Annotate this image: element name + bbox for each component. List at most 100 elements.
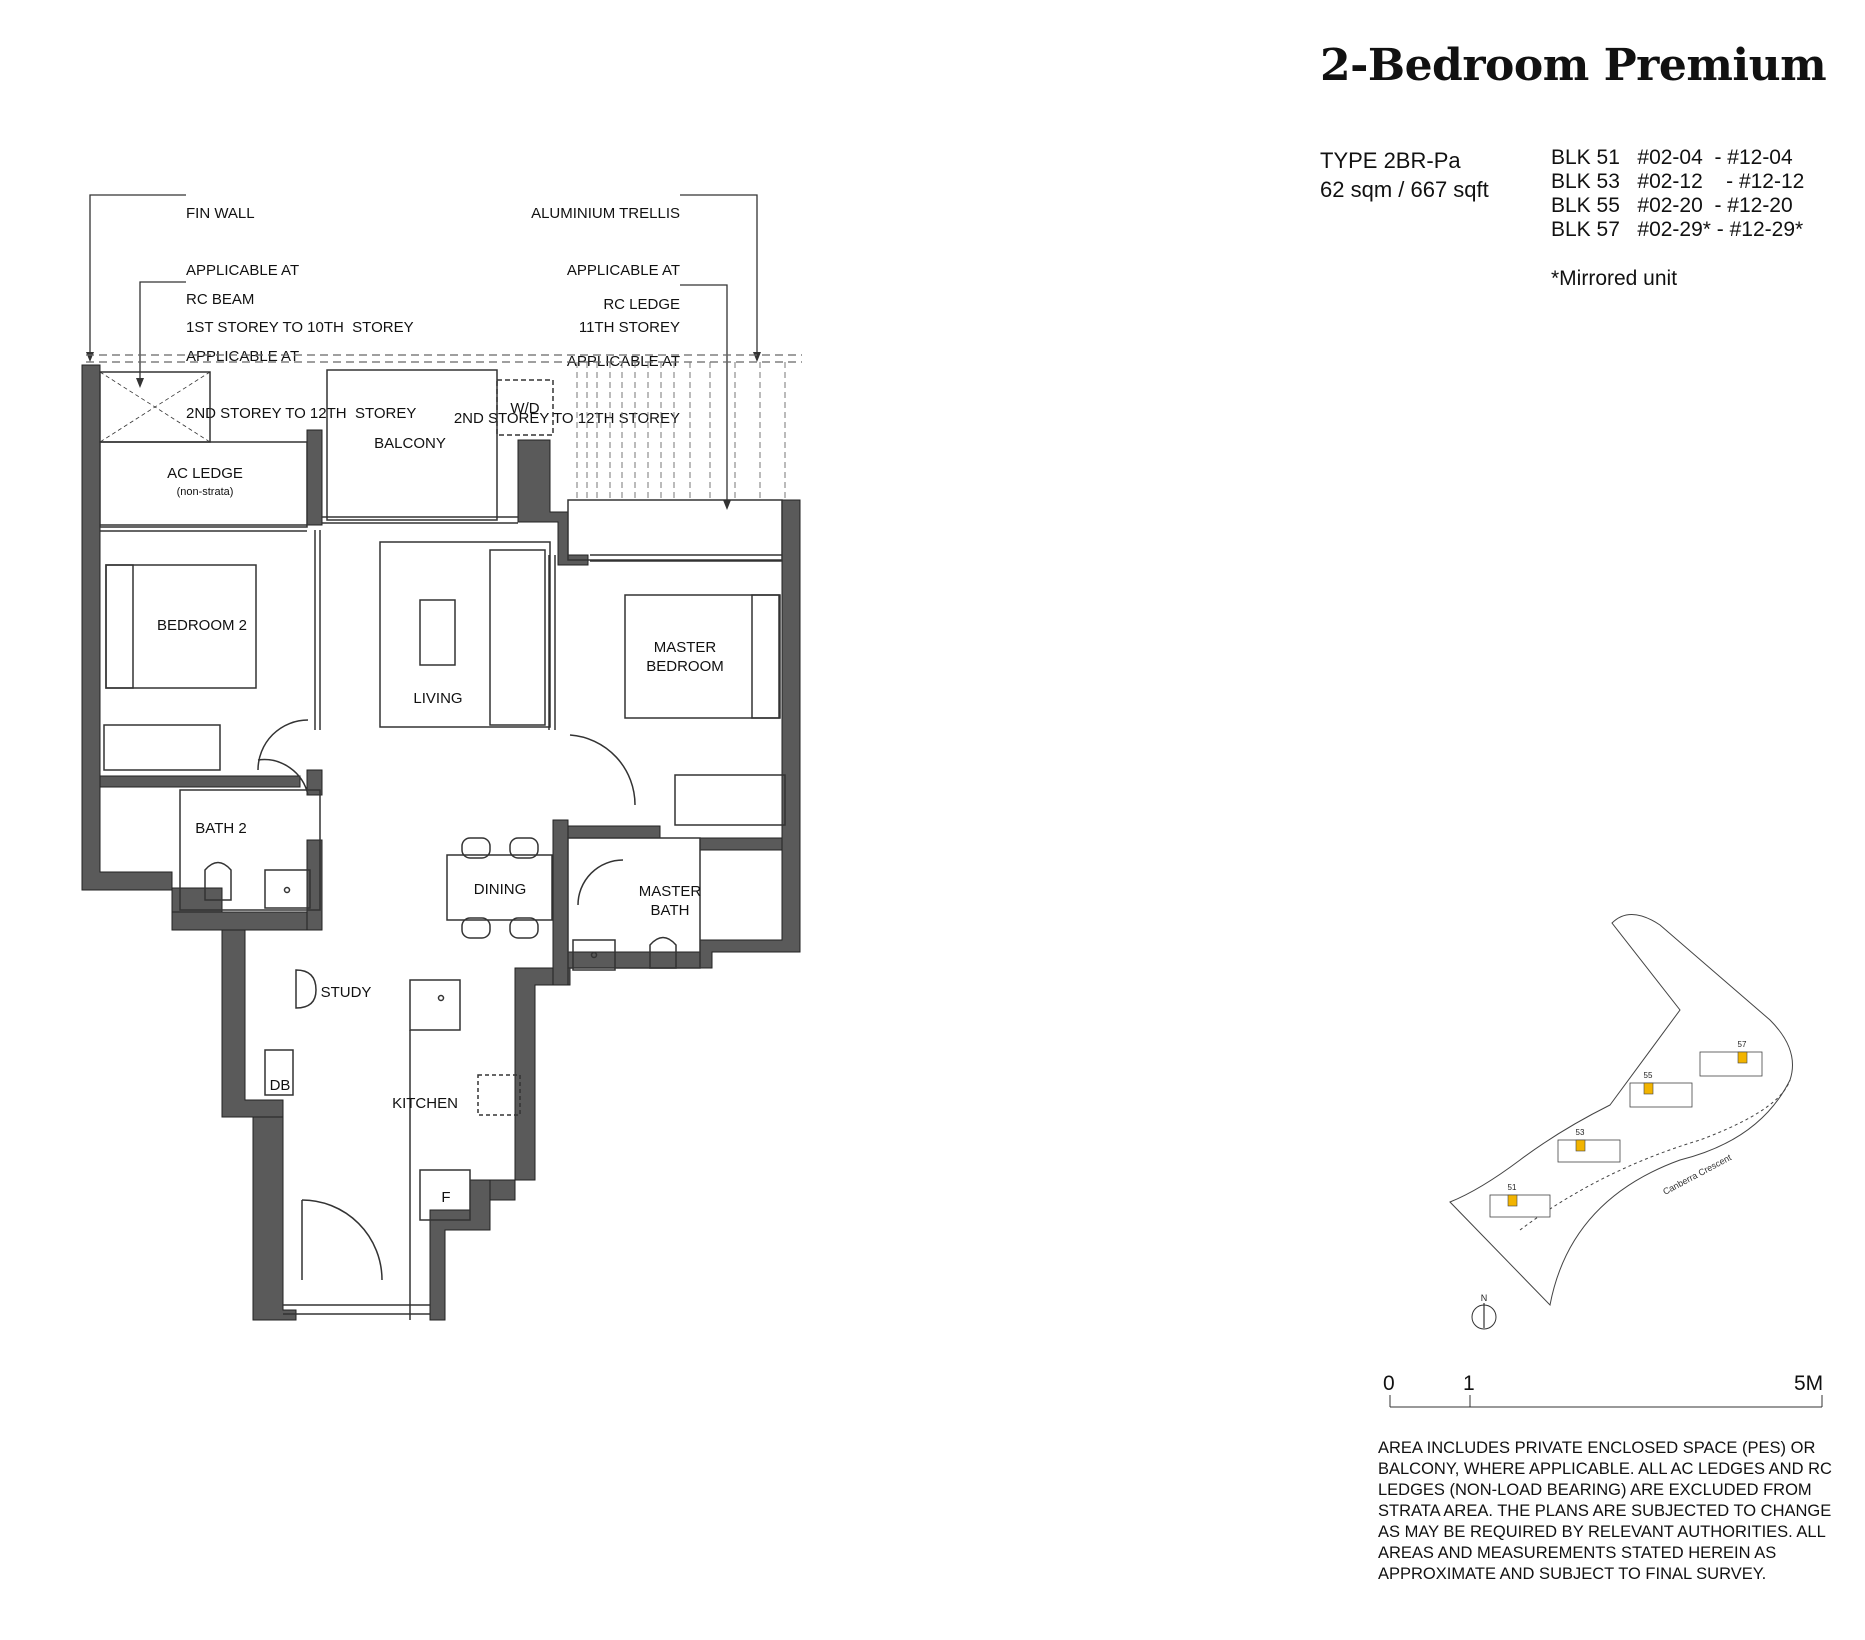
arrow-head bbox=[753, 352, 761, 362]
sink bbox=[409, 979, 461, 1031]
db-label: DB bbox=[270, 1077, 291, 1094]
block-number: 57 bbox=[1738, 1040, 1747, 1049]
ac-ledge-label: AC LEDGE bbox=[167, 465, 243, 482]
basin bbox=[572, 939, 616, 971]
master-bath-label: MASTER bbox=[639, 883, 702, 900]
road-line bbox=[1519, 1079, 1791, 1231]
unit-info: TYPE 2BR-Pa 62 sqm / 667 sqft bbox=[1320, 146, 1489, 204]
leader-line bbox=[139, 281, 186, 378]
balcony-label: BALCONY bbox=[374, 435, 446, 452]
door-swing bbox=[301, 1199, 383, 1281]
study-label: STUDY bbox=[321, 984, 372, 1001]
wall bbox=[252, 1116, 297, 1321]
road-label: Canberra Crescent bbox=[1661, 1152, 1733, 1197]
highlight-unit bbox=[1643, 1082, 1654, 1095]
trellis-line: ALUMINIUM TRELLIS bbox=[531, 205, 680, 222]
fin-wall-line: 1ST STOREY TO 10TH STOREY bbox=[186, 319, 414, 336]
wardrobe bbox=[103, 724, 221, 771]
fin-wall-line: APPLICABLE AT bbox=[186, 262, 300, 279]
bed-headboard bbox=[751, 594, 780, 719]
bed-headboard bbox=[105, 564, 134, 689]
block-entry: BLK 57 #02-29* - #12-29* bbox=[1551, 218, 1804, 241]
north-arrow-icon: N bbox=[1471, 1293, 1497, 1330]
wall bbox=[517, 439, 589, 566]
scale-tick-label: 0 bbox=[1383, 1372, 1395, 1395]
arrow-head bbox=[723, 500, 731, 510]
leader-line bbox=[89, 194, 186, 352]
door-swing bbox=[569, 734, 636, 806]
fin-wall-note: FIN WALL APPLICABLE AT 1ST STOREY TO 10T… bbox=[186, 166, 414, 356]
master-bath-outline bbox=[567, 837, 701, 969]
master-bedroom-label: BEDROOM bbox=[646, 658, 724, 675]
wall bbox=[221, 929, 284, 1118]
study-chair bbox=[295, 969, 317, 1009]
bath2-label: BATH 2 bbox=[195, 820, 246, 837]
highlight-unit bbox=[1507, 1194, 1518, 1207]
wall bbox=[306, 769, 323, 796]
bath2-outline bbox=[179, 789, 321, 911]
basin bbox=[264, 869, 311, 909]
site-block bbox=[1557, 1139, 1621, 1163]
kitchen-label: KITCHEN bbox=[392, 1095, 458, 1112]
rc-ledge-note: RC LEDGE APPLICABLE AT 2ND STOREY TO 12T… bbox=[420, 257, 680, 447]
arrow-head bbox=[136, 378, 144, 388]
door-swing bbox=[257, 758, 309, 796]
wall bbox=[99, 775, 301, 788]
wall bbox=[171, 911, 323, 931]
door-swing bbox=[257, 719, 309, 771]
block-number: 51 bbox=[1508, 1183, 1517, 1192]
disclaimer: AREA INCLUDES PRIVATE ENCLOSED SPACE (PE… bbox=[1378, 1439, 1832, 1583]
rc-beam-note: RC BEAM APPLICABLE AT 2ND STOREY TO 12TH… bbox=[186, 252, 416, 442]
mirrored-note: *Mirrored unit bbox=[1551, 267, 1678, 290]
rc-beam-line: 2ND STOREY TO 12TH STOREY bbox=[186, 405, 417, 422]
bed bbox=[624, 594, 781, 719]
block-number: 53 bbox=[1576, 1128, 1585, 1137]
rc-beam-line: APPLICABLE AT bbox=[186, 348, 300, 365]
site-block bbox=[1489, 1194, 1551, 1218]
leader-line bbox=[680, 284, 728, 500]
living-label: LIVING bbox=[413, 690, 462, 707]
block-list: BLK 51 #02-04 - #12-04 BLK 53 #02-12 - #… bbox=[1551, 146, 1804, 242]
ac-ledge-outline bbox=[99, 441, 308, 528]
rc-ledge-outline bbox=[567, 499, 783, 561]
wall bbox=[552, 819, 569, 986]
balcony-outline bbox=[326, 369, 498, 521]
rc-ledge-line: RC LEDGE bbox=[603, 296, 680, 313]
sofa bbox=[489, 549, 546, 726]
toilet bbox=[204, 861, 232, 901]
fin-wall-line: FIN WALL bbox=[186, 205, 255, 222]
page-title: 2-Bedroom Premium bbox=[1320, 40, 1827, 91]
wd-outline bbox=[496, 379, 554, 436]
scale-bar bbox=[1389, 1395, 1823, 1408]
block-entry: BLK 51 #02-04 - #12-04 bbox=[1551, 146, 1793, 169]
coffee-table bbox=[419, 599, 456, 666]
ac-ledge-sub-label: (non-strata) bbox=[177, 486, 234, 498]
door-swing bbox=[577, 859, 624, 906]
arrow-head bbox=[86, 352, 94, 362]
wall bbox=[429, 1179, 491, 1321]
db-box bbox=[264, 1049, 294, 1096]
trellis-note: ALUMINIUM TRELLIS APPLICABLE AT 11TH STO… bbox=[500, 166, 680, 356]
highlight-unit bbox=[1737, 1051, 1748, 1064]
trellis-line: 11TH STOREY bbox=[578, 319, 680, 336]
unit-type: TYPE 2BR-Pa bbox=[1320, 148, 1461, 173]
scale-tick-label: 1 bbox=[1463, 1372, 1475, 1395]
dining-table bbox=[446, 854, 553, 921]
highlight-unit bbox=[1575, 1139, 1586, 1152]
block-entry: BLK 53 #02-12 - #12-12 bbox=[1551, 170, 1805, 193]
wd-label: W/D bbox=[510, 400, 539, 417]
leader-line bbox=[680, 194, 758, 352]
toilet bbox=[649, 936, 677, 969]
master-bedroom-label: MASTER bbox=[654, 639, 717, 656]
wardrobe bbox=[674, 774, 786, 826]
trellis-line: APPLICABLE AT bbox=[566, 262, 680, 279]
fridge-box bbox=[419, 1169, 471, 1221]
master-bath-label: BATH bbox=[651, 902, 690, 919]
rc-beam-line: RC BEAM bbox=[186, 291, 255, 308]
block-number: 55 bbox=[1644, 1071, 1653, 1080]
unit-area: 62 sqm / 667 sqft bbox=[1320, 177, 1489, 202]
fridge-label: F bbox=[441, 1189, 450, 1206]
site-block bbox=[1629, 1082, 1693, 1108]
scale-tick-label: 5M bbox=[1794, 1372, 1823, 1395]
